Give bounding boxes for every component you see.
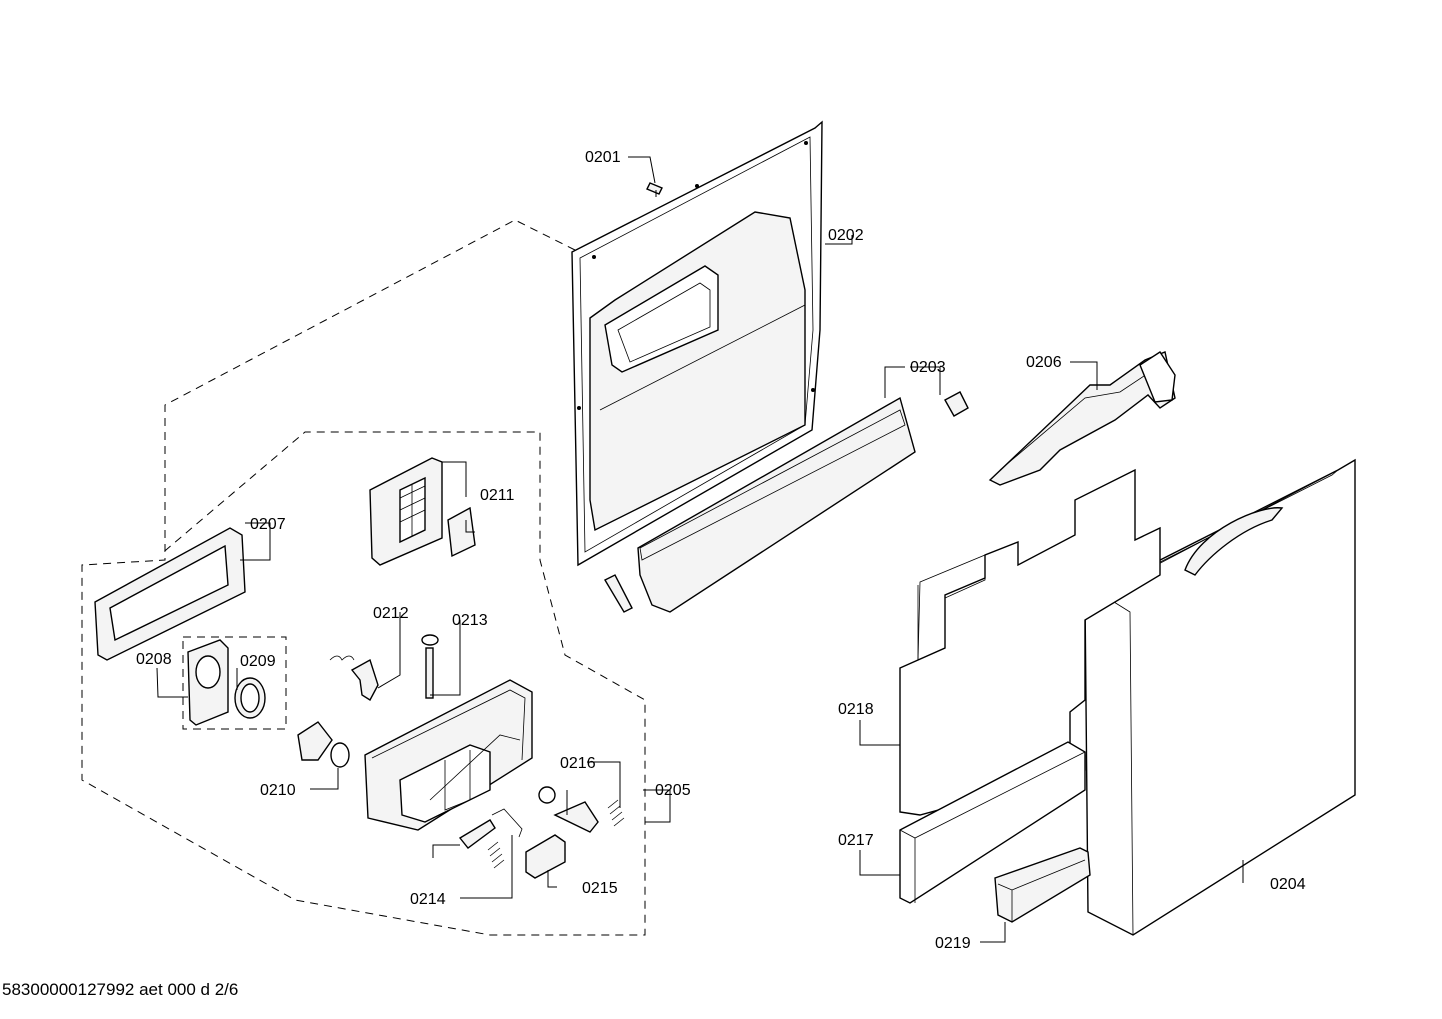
part-0217-insulation-strip — [899, 741, 1086, 904]
part-0213-pin — [421, 634, 439, 699]
callout-0215: 0215 — [582, 880, 618, 897]
part-0214-latch-springs — [458, 808, 523, 869]
callout-0217: 0217 — [838, 832, 874, 849]
callout-0207: 0207 — [250, 516, 286, 533]
part-0211-filter-assembly — [369, 457, 476, 566]
callout-0214: 0214 — [410, 891, 446, 908]
leader-lines — [156, 156, 1244, 943]
document-id-footer: 58300000127992 aet 000 d 2/6 — [2, 980, 239, 999]
callout-0206: 0206 — [1026, 354, 1062, 371]
callout-0211: 0211 — [480, 487, 515, 504]
part-0216-catch-parts — [538, 786, 625, 833]
callout-0204: 0204 — [1270, 876, 1306, 893]
callout-0201: 0201 — [585, 149, 621, 166]
part-0219-handle — [994, 847, 1091, 923]
seal-subgroup-dashed-box — [182, 636, 287, 730]
callout-0202: 0202 — [828, 227, 864, 244]
part-0201-screw — [646, 182, 663, 197]
callout-0208: 0208 — [136, 651, 172, 668]
part-0210-valve — [297, 721, 350, 768]
part-0205-dispenser — [364, 679, 533, 831]
callout-0213: 0213 — [452, 612, 488, 629]
callout-0203: 0203 — [910, 359, 946, 376]
callout-0212: 0212 — [373, 605, 409, 622]
part-0203-trim-strip — [604, 391, 969, 613]
part-0209-seal-ring — [234, 677, 266, 719]
part-0202-inner-door — [571, 120, 823, 567]
part-0206-hinge-bracket — [988, 351, 1176, 486]
part-0215-sensor-block — [525, 834, 566, 879]
callout-0219: 0219 — [935, 935, 971, 952]
callout-0218: 0218 — [838, 701, 874, 718]
part-0208-seal-flange — [187, 639, 229, 726]
outer-dashed-boundary — [81, 219, 646, 936]
callout-0210: 0210 — [260, 782, 296, 799]
callout-0209: 0209 — [240, 653, 276, 670]
part-0207-gasket-frame — [94, 527, 246, 661]
callout-0205: 0205 — [655, 782, 691, 799]
part-0212-spring-lever — [329, 655, 379, 701]
callout-0216: 0216 — [560, 755, 596, 772]
callout-labels: 0201 0202 0203 0204 0205 0206 0207 0208 … — [136, 149, 1306, 952]
